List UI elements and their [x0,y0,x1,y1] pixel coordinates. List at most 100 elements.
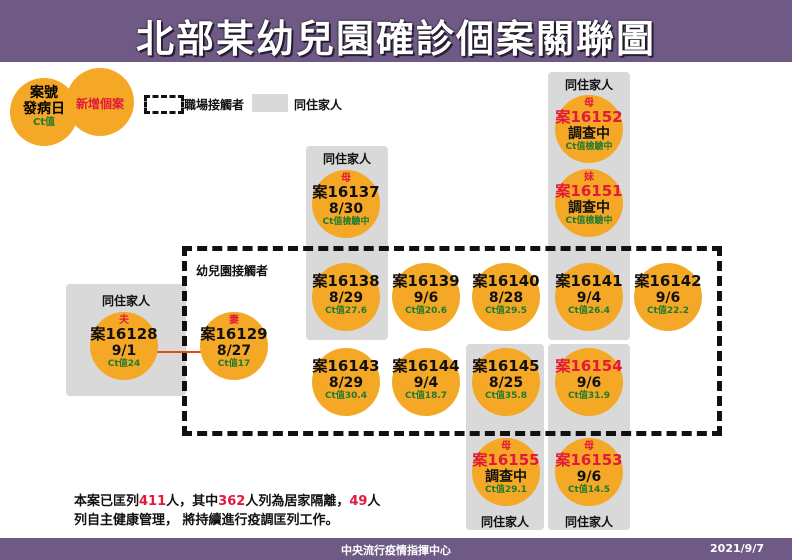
kindergarten-contact-boundary [182,246,722,436]
case-number: 案16128 [90,325,158,343]
legend-new-case-circle: 新增個案 [66,68,134,136]
case-16154: 案16154 9/6 Ct值31.9 [555,348,623,416]
ct-value: Ct值18.7 [404,391,448,401]
ct-value: Ct值檢驗中 [565,142,613,152]
case-16155: 母 案16155 調查中 Ct值29.1 [472,438,540,506]
case-16138: 案16138 8/29 Ct值27.6 [312,263,380,331]
case-number: 案16155 [472,451,540,469]
ct-value: Ct值26.4 [567,306,611,316]
relation-label: 母 [584,98,594,109]
onset-date: 9/1 [111,343,137,359]
case-number: 案16144 [392,357,460,375]
case-number: 案16154 [555,357,623,375]
case-number: 案16138 [312,272,380,290]
header-banner: 北部某幼兒園確診個案關聯圖 [0,0,792,62]
footer-bar: 中央流行疫情指揮中心 2021/9/7 [0,538,792,560]
case-number: 案16141 [555,272,623,290]
footer-date: 2021/9/7 [710,542,764,555]
case-16153: 母 案16153 9/6 Ct值14.5 [555,438,623,506]
case-number: 案16129 [200,325,268,343]
case-16152: 母 案16152 調查中 Ct值檢驗中 [555,95,623,163]
ct-value: Ct值20.6 [404,306,448,316]
case-16128: 夫 案16128 9/1 Ct值24 [90,312,158,380]
case-number: 案16143 [312,357,380,375]
onset-date: 調查中 [485,469,527,485]
onset-date: 8/30 [328,201,364,217]
case-16141: 案16141 9/4 Ct值26.4 [555,263,623,331]
household-label-bottom-a: 同住家人 [480,515,529,529]
ct-value: Ct值35.8 [484,391,528,401]
onset-date: 9/6 [576,469,602,485]
footer-agency: 中央流行疫情指揮中心 [341,544,451,557]
ct-value: Ct值檢驗中 [322,217,370,227]
onset-date: 8/27 [216,343,252,359]
ct-value: Ct值24 [107,359,141,369]
legend-onset-label: 發病日 [23,101,65,117]
onset-date: 調查中 [568,200,610,216]
relation-label: 母 [341,173,351,184]
legend-workplace-label: 職場接觸者 [184,98,245,112]
onset-date: 8/29 [328,375,364,391]
summary-line-1: 本案已匡列411人，其中362人列為居家隔離，49人 [74,492,380,511]
case-number: 案16152 [555,108,623,126]
legend-case-label: 案號 [30,85,58,101]
case-number: 案16140 [472,272,540,290]
relation-label: 夫 [119,315,129,326]
ct-value: Ct值30.4 [324,391,368,401]
onset-date: 8/28 [488,290,524,306]
case-number: 案16137 [312,183,380,201]
ct-value: Ct值22.2 [646,306,690,316]
case-16129: 妻 案16129 8/27 Ct值17 [200,312,268,380]
case-number: 案16151 [555,182,623,200]
onset-date: 8/25 [488,375,524,391]
household-label-left: 同住家人 [101,294,150,308]
case-16137: 母 案16137 8/30 Ct值檢驗中 [312,170,380,238]
onset-date: 9/6 [576,375,602,391]
legend-household-swatch [252,94,288,112]
case-16151: 妹 案16151 調查中 Ct值檢驗中 [555,169,623,237]
case-number: 案16153 [555,451,623,469]
ct-value: Ct值17 [217,359,251,369]
ct-value: Ct值29.5 [484,306,528,316]
onset-date: 9/4 [413,375,439,391]
ct-value: Ct值27.6 [324,306,368,316]
note-number-self-monitor: 49 [349,494,368,509]
relation-label: 母 [584,441,594,452]
note-number-total: 411 [139,494,167,509]
spouse-link-line [154,351,210,353]
case-16144: 案16144 9/4 Ct值18.7 [392,348,460,416]
legend-workplace-swatch [144,95,184,114]
case-16140: 案16140 8/28 Ct值29.5 [472,263,540,331]
ct-value: Ct值31.9 [567,391,611,401]
ct-value: Ct值14.5 [567,485,611,495]
relation-label: 妻 [229,315,239,326]
note-text: 人，其中 [166,494,219,509]
page-title: 北部某幼兒園確診個案關聯圖 [135,17,656,61]
household-label-top-mid: 同住家人 [322,152,371,166]
relation-label: 母 [501,441,511,452]
relation-label: 妹 [584,172,594,183]
onset-date: 9/4 [576,290,602,306]
household-label-bottom-b: 同住家人 [564,515,613,529]
case-16139: 案16139 9/6 Ct值20.6 [392,263,460,331]
legend-household-label: 同住家人 [294,98,343,112]
kindergarten-contact-label: 幼兒園接觸者 [196,262,269,279]
note-text: 本案已匡列 [74,494,140,509]
onset-date: 9/6 [413,290,439,306]
summary-note: 本案已匡列411人，其中362人列為居家隔離，49人 列自主健康管理， 將持續進… [74,492,380,530]
case-number: 案16145 [472,357,540,375]
case-16145: 案16145 8/25 Ct值35.8 [472,348,540,416]
note-text: 人 [367,494,381,509]
onset-date: 9/6 [655,290,681,306]
case-number: 案16139 [392,272,460,290]
legend-new-case-label: 新增個案 [75,97,124,111]
ct-value: Ct值檢驗中 [565,216,613,226]
case-number: 案16142 [634,272,702,290]
household-label-top-right: 同住家人 [564,78,613,92]
ct-value: Ct值29.1 [484,485,528,495]
note-text: 人列為居家隔離， [245,494,350,509]
onset-date: 8/29 [328,290,364,306]
summary-line-2: 列自主健康管理， 將持續進行疫調匡列工作。 [74,513,339,528]
legend-ct-label: Ct值 [32,117,56,128]
